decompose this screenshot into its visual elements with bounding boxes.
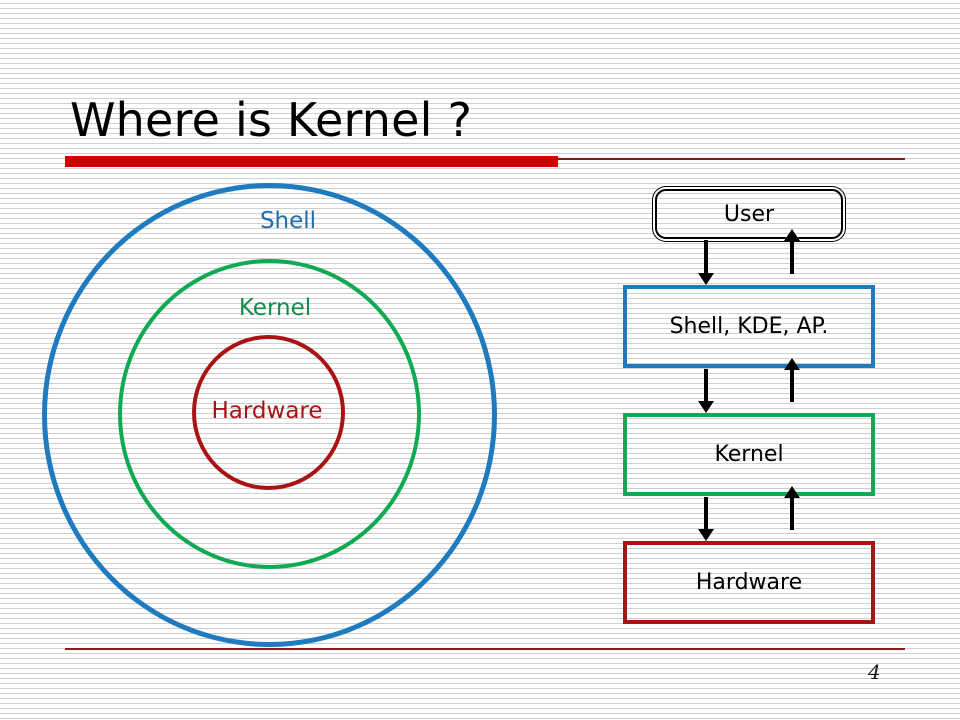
title-underline-thick (65, 156, 558, 167)
arrow-hardware-to-kernel (784, 486, 800, 530)
ring-label-shell: Shell (259, 208, 317, 234)
title-underline-thin (558, 158, 905, 160)
stack-box-shell: Shell, KDE, AP. (623, 285, 875, 368)
ring-label-hardware: Hardware (211, 398, 323, 424)
stack-box-user: User (655, 189, 843, 239)
stack-box-kernel: Kernel (623, 413, 875, 496)
ring-shell (42, 183, 497, 647)
stack-box-hardware: Hardware (623, 541, 875, 624)
ring-kernel (118, 259, 421, 569)
page-title: Where is Kernel ? (70, 93, 473, 147)
arrow-kernel-to-shell (784, 358, 800, 402)
arrow-shell-to-kernel (698, 369, 714, 413)
ring-hardware (192, 335, 345, 490)
arrow-kernel-to-hardware (698, 497, 714, 541)
ring-label-kernel: Kernel (238, 295, 312, 321)
concentric-circle-diagram: Shell Kernel Hardware (20, 175, 520, 655)
page-number: 4 (868, 660, 881, 684)
footer-rule (65, 648, 905, 650)
arrow-shell-to-user (784, 229, 800, 274)
layered-stack-diagram: User Shell, KDE, AP. Kernel Hardware (600, 180, 940, 650)
arrow-user-to-shell (698, 240, 714, 285)
